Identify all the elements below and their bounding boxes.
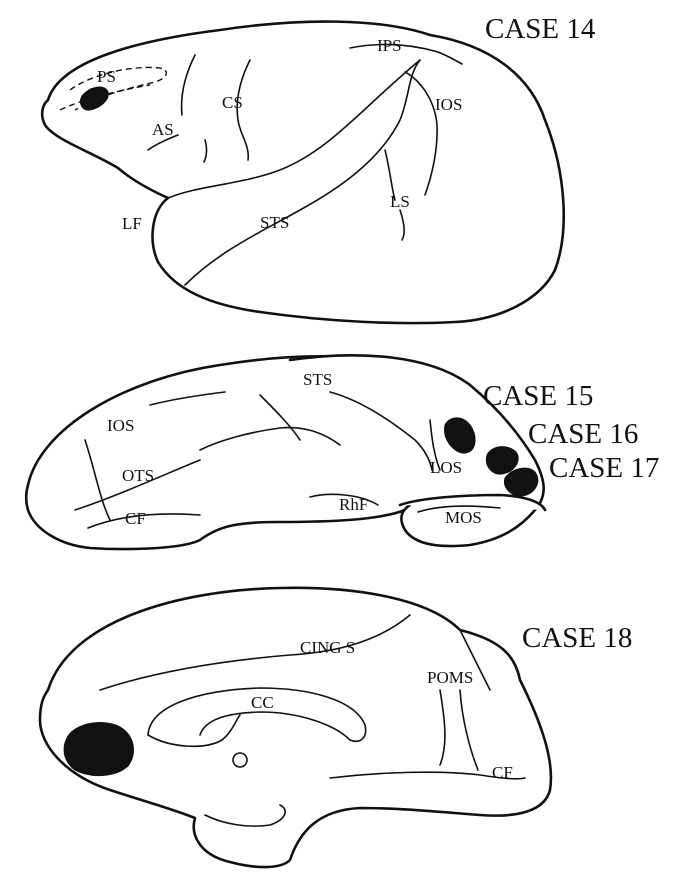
lesion-case-18 [64, 722, 133, 775]
case-14-label: CASE 14 [485, 13, 596, 45]
label-as: AS [152, 120, 174, 139]
label-ventral-ots: OTS [122, 466, 154, 485]
label-ventral-ios: IOS [107, 416, 134, 435]
label-ips: IPS [377, 36, 402, 55]
label-medial-cf: CF [492, 763, 513, 782]
label-ps: PS [97, 67, 116, 86]
label-ventral-sts: STS [303, 370, 332, 389]
case-15-label: CASE 15 [483, 380, 593, 412]
label-poms: POMS [427, 668, 473, 687]
medial-brain-view: CING S POMS CC CF CASE 18 [40, 588, 632, 867]
lateral-brain-outline [42, 22, 564, 324]
case-16-label: CASE 16 [528, 418, 638, 450]
case-17-label: CASE 17 [549, 452, 659, 484]
label-cc: CC [251, 693, 274, 712]
label-ios: IOS [435, 95, 462, 114]
label-ls: LS [390, 192, 410, 211]
case-18-label: CASE 18 [522, 622, 632, 654]
label-sts: STS [260, 213, 289, 232]
label-lf: LF [122, 214, 142, 233]
label-ventral-rhf: RhF [339, 495, 368, 514]
ventral-brain-view: STS IOS OTS CF RhF LOS MOS CASE 15 CASE … [26, 355, 659, 549]
label-cs: CS [222, 93, 243, 112]
label-cing-s: CING S [300, 638, 355, 657]
lateral-brain-view: PS AS CS IPS IOS LS STS LF CASE 14 [42, 13, 596, 323]
label-ventral-cf: CF [125, 509, 146, 528]
label-ventral-los: LOS [430, 458, 462, 477]
label-ventral-mos: MOS [445, 508, 482, 527]
